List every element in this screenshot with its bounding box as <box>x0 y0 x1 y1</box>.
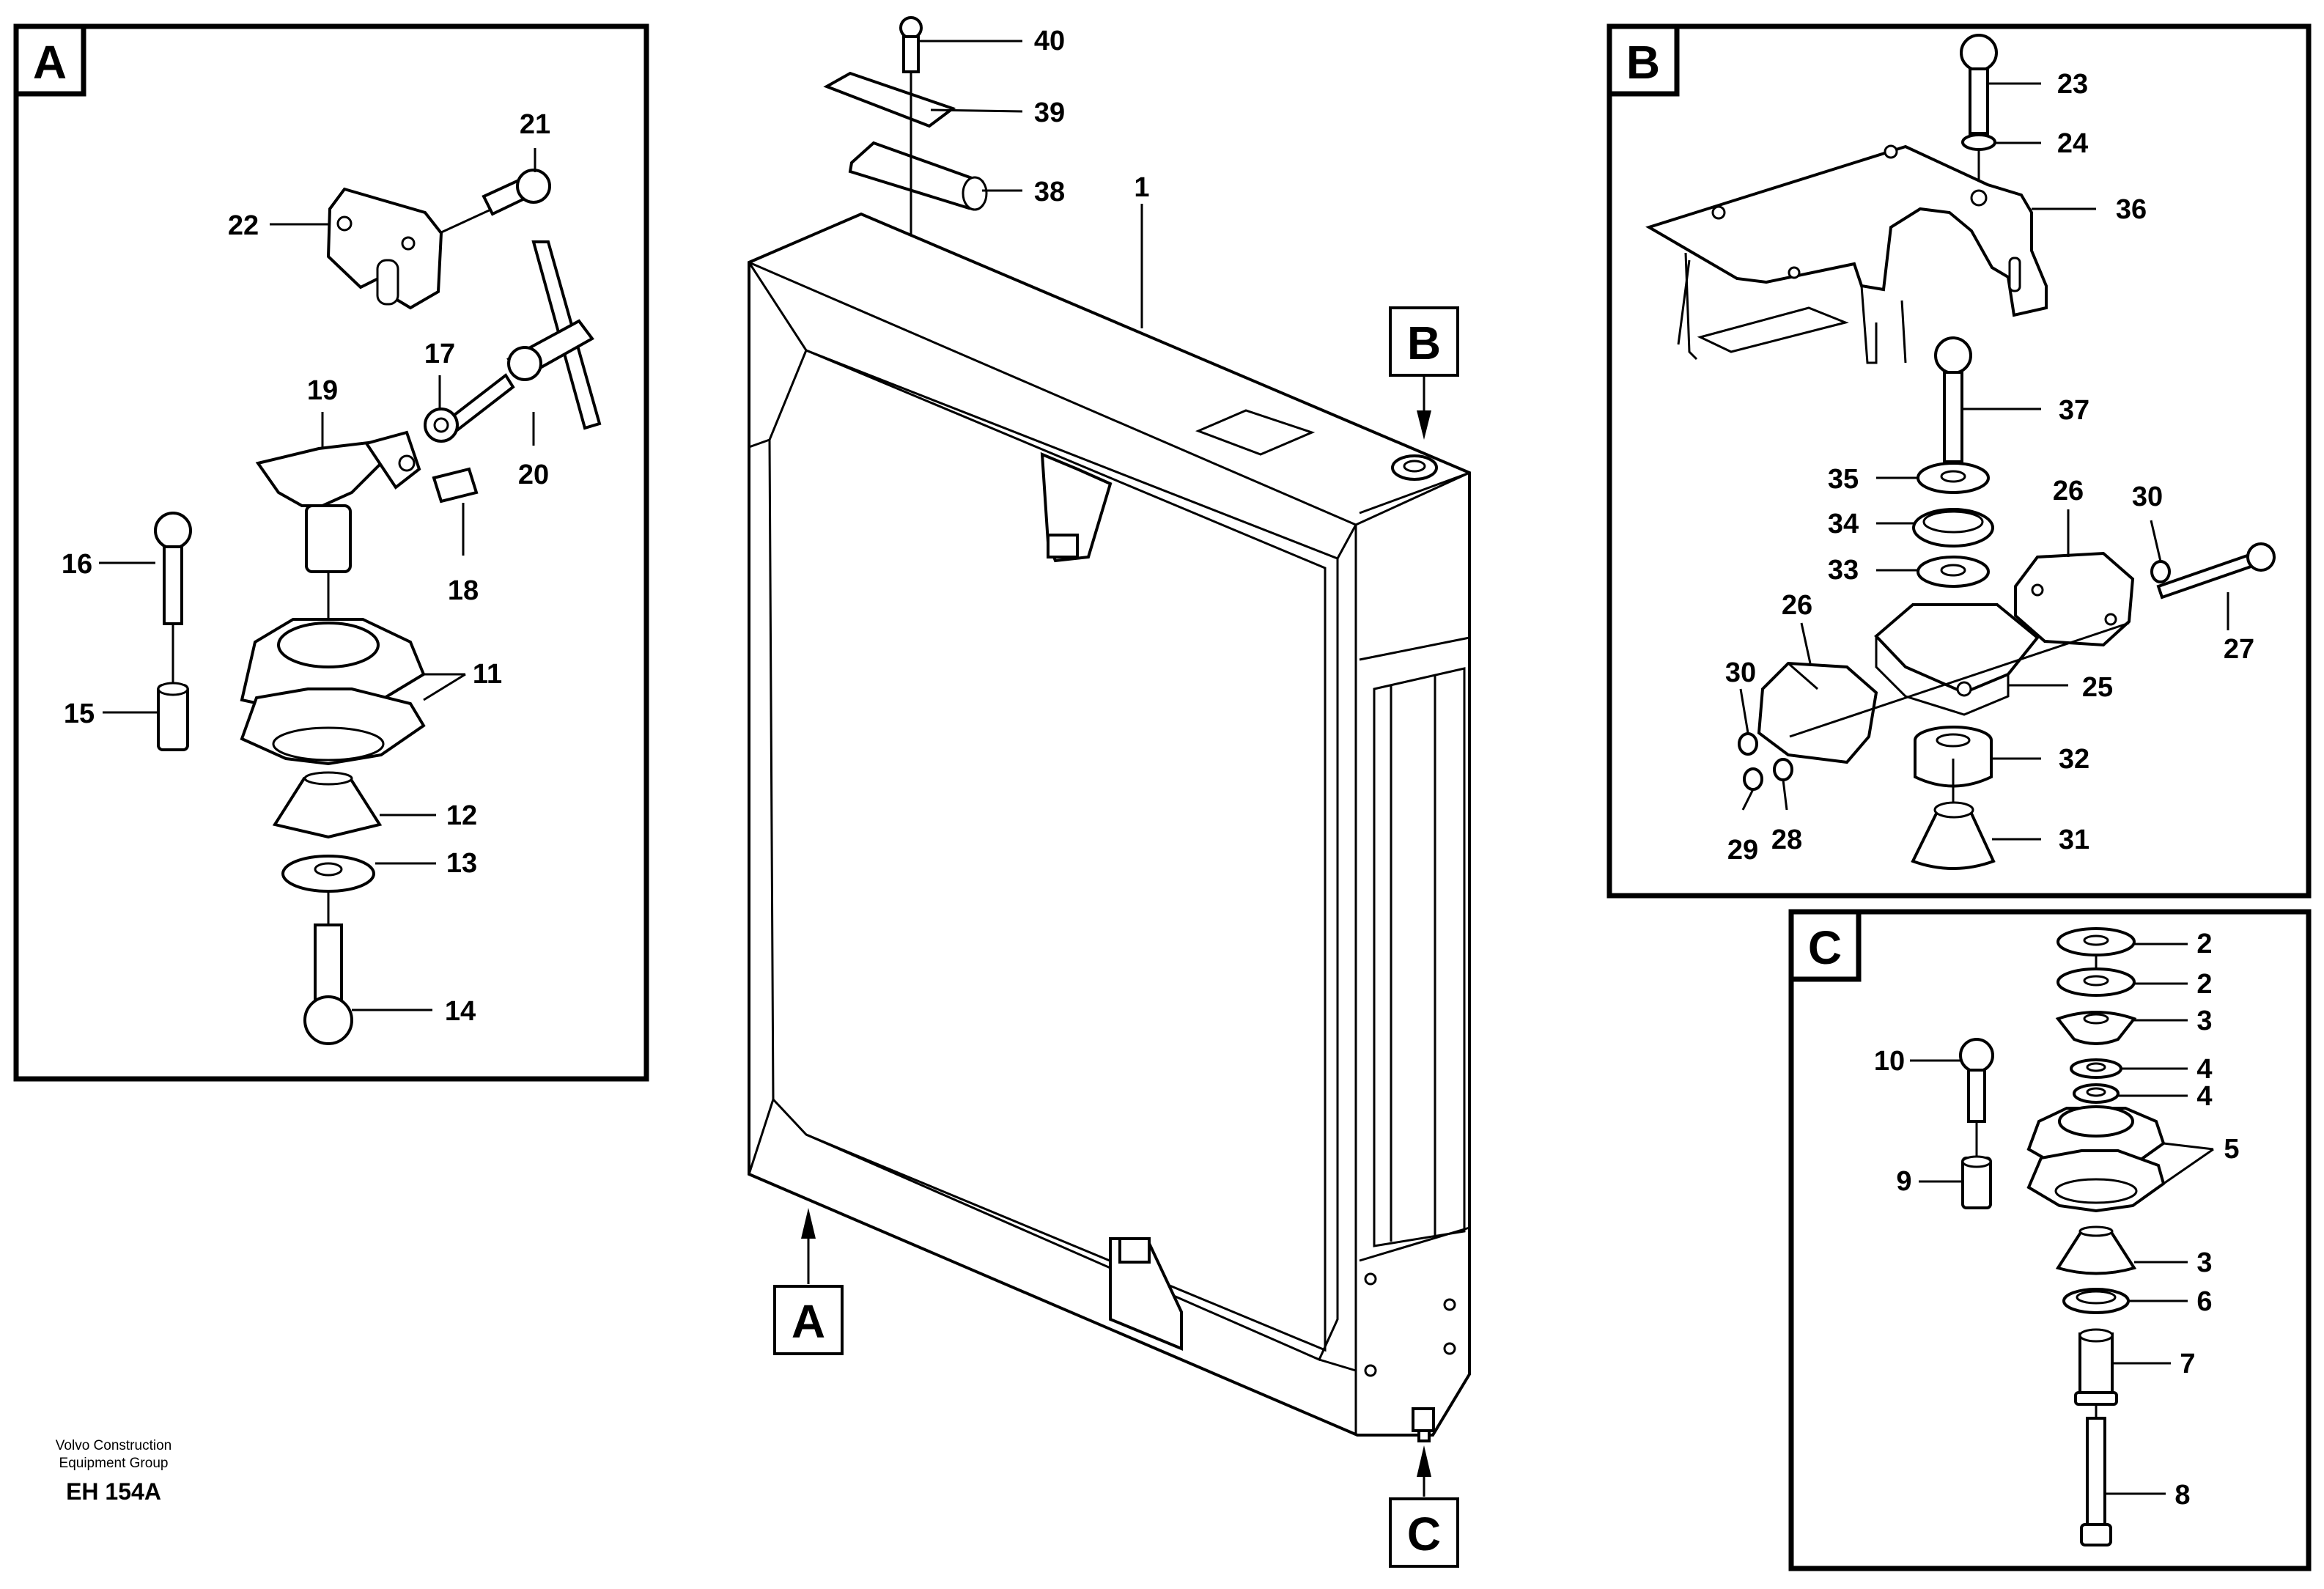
callout-2-top: 2 <box>2196 929 2212 959</box>
callout-6: 6 <box>2196 1286 2212 1317</box>
callout-31: 31 <box>2059 825 2089 855</box>
panel-c-letter: C <box>1808 921 1842 974</box>
panel-b-letter: B <box>1626 36 1660 89</box>
callout-4-top: 4 <box>2196 1054 2212 1085</box>
callout-27: 27 <box>2224 634 2254 665</box>
drawing-code: EH 154A <box>66 1478 161 1505</box>
callout-29: 29 <box>1727 835 1758 866</box>
callout-37: 37 <box>2059 395 2089 426</box>
callout-24: 24 <box>2057 128 2088 159</box>
plate-part-39 <box>823 71 956 128</box>
callout-1: 1 <box>1134 172 1149 203</box>
callout-26-left: 26 <box>1782 590 1812 621</box>
radiator-assembly: 40 39 38 1 B A C <box>748 16 1471 1568</box>
callout-17: 17 <box>424 339 455 369</box>
callout-3-bottom: 3 <box>2196 1247 2212 1278</box>
callout-33: 33 <box>1828 555 1859 586</box>
view-marker-c: C <box>1407 1508 1441 1560</box>
callout-10: 10 <box>1874 1046 1905 1077</box>
callout-25: 25 <box>2082 672 2113 703</box>
panel-a-letter: A <box>33 36 67 89</box>
footer-company-line1: Volvo Construction <box>56 1438 171 1453</box>
callout-7: 7 <box>2180 1349 2195 1379</box>
callout-30-left: 30 <box>1725 657 1756 688</box>
callout-32: 32 <box>2059 744 2089 775</box>
callout-38: 38 <box>1034 177 1065 207</box>
callout-39: 39 <box>1034 97 1065 128</box>
callout-18: 18 <box>448 575 479 606</box>
bracket-part-22 <box>326 187 443 310</box>
callout-20: 20 <box>518 460 549 490</box>
callout-19: 19 <box>307 375 338 406</box>
view-marker-b: B <box>1407 317 1441 369</box>
publisher-footer: Volvo Construction Equipment Group EH 15… <box>56 1438 171 1505</box>
callout-40: 40 <box>1034 26 1065 56</box>
detail-panel-c: C <box>1788 909 2312 1571</box>
callout-4-second: 4 <box>2196 1081 2212 1112</box>
callout-11: 11 <box>473 659 502 690</box>
callout-14: 14 <box>445 996 476 1027</box>
detail-panel-b: B <box>1606 23 2312 899</box>
callout-15: 15 <box>64 698 95 729</box>
callout-13: 13 <box>446 848 477 879</box>
callout-23: 23 <box>2057 69 2088 100</box>
callout-3-top: 3 <box>2196 1006 2212 1036</box>
callout-5: 5 <box>2224 1134 2239 1165</box>
view-marker-a: A <box>792 1295 825 1348</box>
callout-8: 8 <box>2174 1480 2190 1511</box>
footer-company-line2: Equipment Group <box>59 1456 169 1471</box>
bracket-part-36 <box>1645 144 2048 317</box>
detail-panel-a: A <box>13 23 649 1082</box>
callout-36: 36 <box>2116 194 2147 225</box>
callout-12: 12 <box>446 800 477 831</box>
rubber-strip-part-38 <box>848 141 984 210</box>
callout-26-right: 26 <box>2053 476 2084 506</box>
callout-9: 9 <box>1896 1166 1911 1197</box>
callout-22: 22 <box>228 210 259 241</box>
callout-28: 28 <box>1771 825 1802 855</box>
callout-35: 35 <box>1828 464 1859 495</box>
callout-2-second: 2 <box>2196 969 2212 1000</box>
callout-21: 21 <box>520 109 550 140</box>
radiator-outline <box>748 212 1471 1437</box>
callout-34: 34 <box>1828 509 1859 539</box>
callout-30-right: 30 <box>2132 482 2163 512</box>
callout-16: 16 <box>62 549 92 580</box>
